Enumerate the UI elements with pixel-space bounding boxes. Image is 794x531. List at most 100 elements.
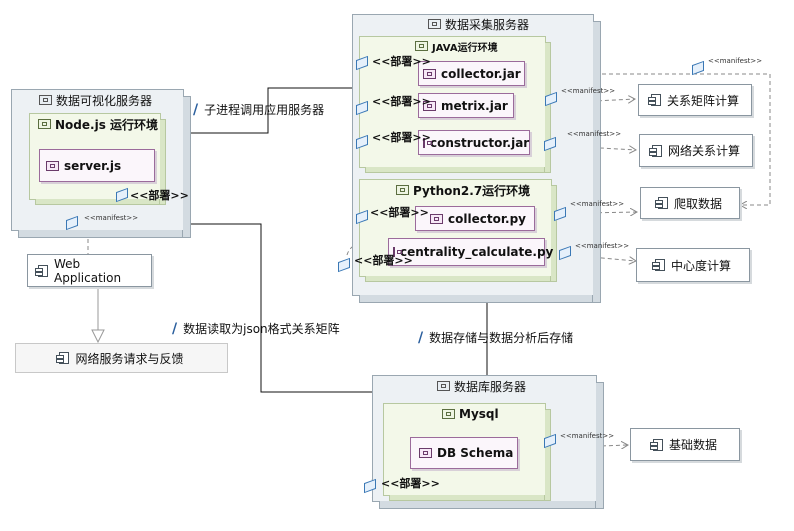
artifact-icon [430, 213, 443, 224]
centrality-py-label: centrality_calculate.py [400, 245, 554, 259]
annotation-icon: / [172, 320, 178, 337]
relation-matrix-label: 关系矩阵计算 [666, 93, 739, 108]
manifest-stereotype: <<manifest>> [567, 130, 622, 138]
viz-server-title: 数据可视化服务器 [39, 92, 152, 108]
collect-server-title: 数据采集服务器 [428, 16, 529, 32]
deploy-icon [356, 206, 368, 225]
constructor-jar-label: constructor.jar [430, 135, 530, 150]
crawl-component[interactable]: 爬取数据 [640, 187, 740, 219]
viz-server-label: 数据可视化服务器 [56, 93, 153, 108]
node-depth [596, 382, 604, 509]
manifest-icon [559, 242, 571, 261]
component-icon [648, 144, 662, 157]
deploy-stereotype: <<部署>> [381, 477, 440, 490]
component-icon [647, 94, 661, 106]
component-icon [651, 259, 665, 271]
manifest-stereotype: <<manifest>> [708, 57, 763, 65]
storage-text: 数据存储与数据分析后存储 [429, 331, 574, 345]
env-icon [442, 409, 455, 419]
env-depth [160, 119, 166, 205]
env-icon [396, 185, 409, 195]
network-relation-component[interactable]: 网络关系计算 [639, 134, 753, 167]
manifest-line [517, 445, 628, 450]
manifest-icon [545, 88, 557, 107]
java-env-label: JAVA运行环境 [432, 42, 498, 54]
subprocess-edge-label: / 子进程调用应用服务器 [193, 101, 324, 118]
env-icon [38, 119, 51, 129]
deploy-stereotype: <<部署>> [354, 254, 413, 267]
deploy-icon [116, 184, 128, 203]
nodejs-env-label: Node.js 运行环境 [55, 117, 159, 132]
centrality-py-artifact[interactable]: centrality_calculate.py [388, 238, 553, 266]
manifest-stereotype: <<manifest>> [560, 432, 615, 440]
server-js-label: server.js [64, 158, 122, 173]
deploy-icon [356, 52, 368, 71]
deploy-icon [338, 254, 350, 273]
db-schema-label: DB Schema [437, 446, 514, 460]
component-icon [649, 438, 663, 451]
node-depth [359, 295, 593, 303]
manifest-icon [554, 203, 566, 222]
artifact-icon [419, 448, 432, 458]
storage-edge-label: / 数据存储与数据分析后存储 [418, 329, 573, 346]
db-server-label: 数据库服务器 [454, 379, 527, 394]
base-data-label: 基础数据 [668, 438, 717, 452]
subprocess-text: 子进程调用应用服务器 [204, 103, 325, 117]
artifact-icon [423, 68, 436, 79]
node-icon [39, 95, 52, 105]
collect-server-label: 数据采集服务器 [445, 17, 530, 32]
web-application-label: Web Application [54, 256, 122, 285]
db-schema-artifact[interactable]: DB Schema [410, 437, 518, 469]
node-depth [18, 230, 183, 238]
node-depth [593, 21, 601, 303]
manifest-stereotype: <<manifest>> [575, 242, 630, 250]
env-depth [545, 42, 551, 173]
node-depth [379, 501, 596, 509]
node-depth [183, 96, 191, 238]
network-relation-label: 网络关系计算 [667, 144, 740, 158]
viz-to-collect-path [185, 87, 352, 134]
artifact-icon [393, 247, 402, 257]
collector-py-artifact[interactable]: collector.py [415, 206, 535, 231]
nodejs-env-title: Node.js 运行环境 [38, 116, 158, 132]
env-depth [389, 495, 545, 501]
metrix-jar-label: metrix.jar [441, 98, 508, 113]
base-data-component[interactable]: 基础数据 [630, 428, 740, 461]
collector-py-label: collector.py [448, 211, 526, 226]
manifest-stereotype: <<manifest>> [570, 200, 625, 208]
deploy-stereotype: <<部署>> [372, 95, 431, 108]
mysql-env-label: Mysql [459, 407, 499, 421]
python-env-title: Python2.7运行环境 [396, 182, 530, 198]
manifest-icon [544, 430, 556, 449]
centrality-component[interactable]: 中心度计算 [636, 248, 750, 282]
collector-jar-label: collector.jar [441, 66, 521, 81]
env-icon [415, 41, 428, 51]
db-server-title: 数据库服务器 [437, 378, 526, 394]
feedback-label: 网络服务请求与反馈 [75, 351, 184, 366]
relation-matrix-component[interactable]: 关系矩阵计算 [638, 84, 752, 116]
env-depth [35, 199, 160, 205]
artifact-icon [423, 100, 436, 111]
manifest-icon [66, 212, 78, 231]
node-icon [428, 19, 441, 29]
env-depth [365, 167, 545, 173]
manifest-line [525, 73, 771, 205]
feedback-interface[interactable]: 网络服务请求与反馈 [15, 343, 228, 373]
deploy-stereotype: <<部署>> [130, 189, 189, 202]
manifest-icon [692, 57, 704, 76]
constructor-jar-artifact[interactable]: constructor.jar [418, 130, 530, 155]
metrix-jar-artifact[interactable]: metrix.jar [418, 93, 514, 118]
manifest-line [513, 99, 635, 106]
server-js-artifact[interactable]: server.js [39, 149, 155, 182]
json-text: 数据读取为json格式关系矩阵 [183, 322, 340, 336]
mysql-env-title: Mysql [442, 406, 499, 422]
manifest-stereotype: <<manifest>> [84, 214, 139, 222]
crawl-label: 爬取数据 [673, 196, 722, 211]
collector-jar-artifact[interactable]: collector.jar [418, 61, 525, 86]
java-env-title: JAVA运行环境 [415, 39, 498, 54]
deploy-stereotype: <<部署>> [370, 206, 429, 219]
web-application-component[interactable]: Web Application [27, 254, 152, 287]
deploy-icon [356, 131, 368, 150]
centrality-label: 中心度计算 [670, 258, 731, 273]
json-edge-label: / 数据读取为json格式关系矩阵 [172, 320, 340, 337]
